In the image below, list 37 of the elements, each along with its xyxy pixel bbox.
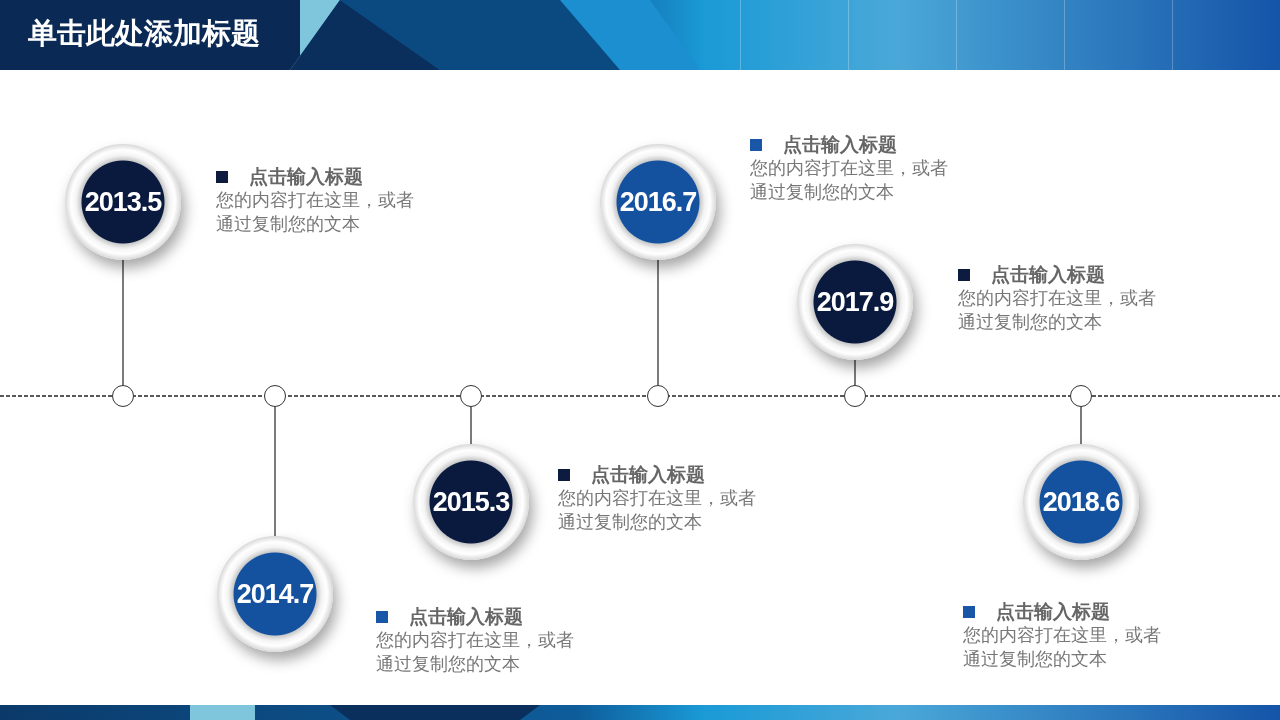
date-circle — [65, 144, 181, 260]
body-text: 您的内容打在这里，或者通过复制您的文本 — [750, 156, 949, 204]
timeline-dot — [460, 385, 482, 407]
timeline-dot — [1070, 385, 1092, 407]
heading-text: 点击输入标题 — [249, 164, 363, 189]
body-text: 您的内容打在这里，或者通过复制您的文本 — [963, 623, 1162, 671]
timeline-dot — [647, 385, 669, 407]
year-label: 2017.9 — [816, 286, 894, 318]
body-text: 您的内容打在这里，或者通过复制您的文本 — [558, 486, 757, 534]
heading-text: 点击输入标题 — [991, 262, 1105, 287]
body-text: 您的内容打在这里，或者通过复制您的文本 — [958, 286, 1157, 334]
timeline-dot — [112, 385, 134, 407]
date-circle — [1023, 444, 1139, 560]
connector-line — [854, 359, 856, 386]
title: 单击此处添加标题 — [28, 15, 260, 52]
connector-line — [1080, 406, 1082, 445]
date-circle — [797, 244, 913, 360]
year-label: 2013.5 — [84, 186, 162, 218]
year-label: 2016.7 — [619, 186, 697, 218]
heading-text: 点击输入标题 — [996, 599, 1110, 624]
date-circle — [217, 536, 333, 652]
timeline-dot — [264, 385, 286, 407]
date-circle — [600, 144, 716, 260]
heading-text: 点击输入标题 — [409, 604, 523, 629]
connector-line — [122, 259, 124, 386]
year-label: 2015.3 — [432, 486, 510, 518]
body-text: 您的内容打在这里，或者通过复制您的文本 — [376, 628, 575, 676]
connector-line — [657, 259, 659, 386]
heading-text: 点击输入标题 — [591, 462, 705, 487]
heading-text: 点击输入标题 — [783, 132, 897, 157]
timeline-dot — [844, 385, 866, 407]
connector-line — [470, 406, 472, 445]
body-text: 您的内容打在这里，或者通过复制您的文本 — [216, 188, 415, 236]
date-circle — [413, 444, 529, 560]
connector-line — [274, 406, 276, 537]
year-label: 2014.7 — [236, 578, 314, 610]
year-label: 2018.6 — [1042, 486, 1120, 518]
